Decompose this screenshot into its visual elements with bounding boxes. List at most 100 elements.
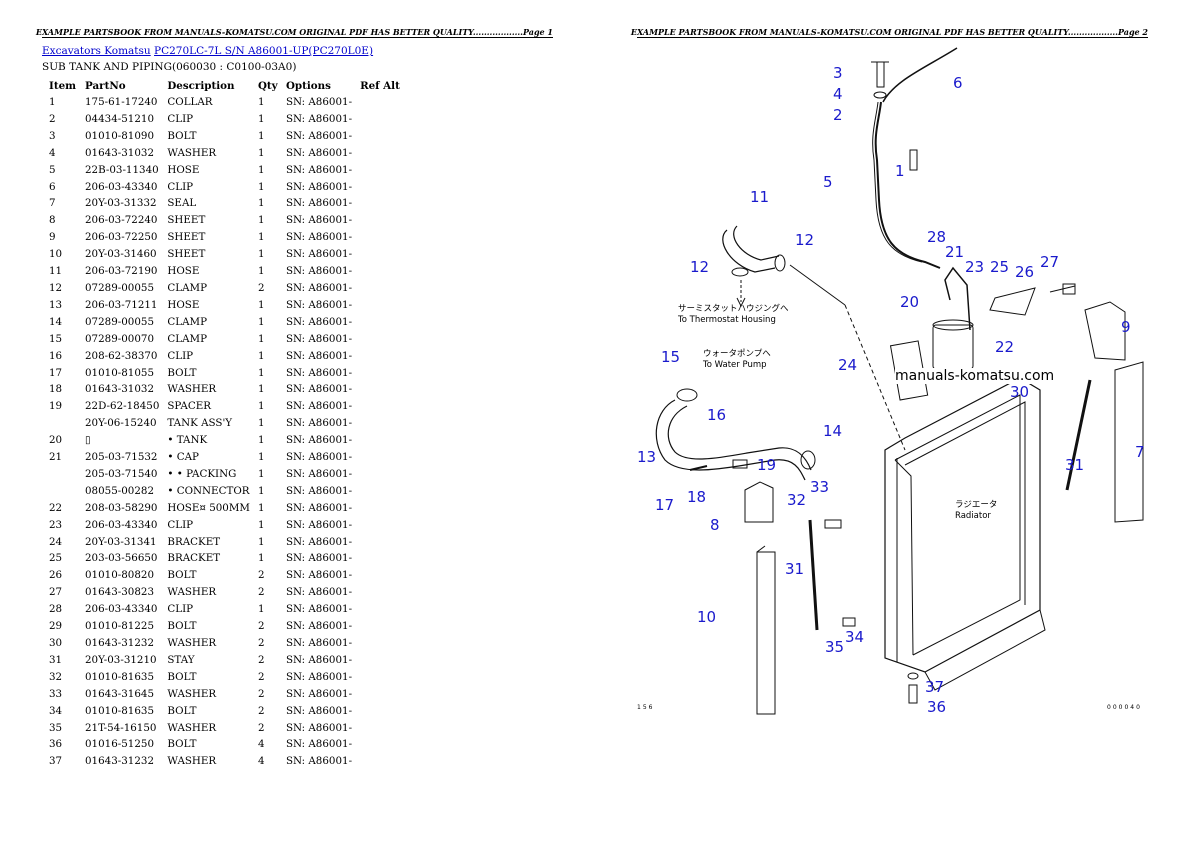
seal-sheets-left	[744, 481, 776, 715]
cell-ref-alt	[356, 229, 404, 246]
cell-item: 20	[49, 434, 63, 447]
page-banner: EXAMPLE PARTSBOOK FROM MANUALS-KOMATSU.C…	[35, 27, 553, 37]
cell-options: SN: A86001-	[285, 366, 353, 379]
cell-qty: 1	[257, 129, 265, 142]
cell-item: 29	[49, 620, 63, 633]
callout-number: 16	[707, 406, 727, 424]
cell-item: 22	[49, 501, 63, 514]
sub-tank-vent-hose	[871, 47, 958, 269]
cell-ref-alt	[356, 398, 404, 415]
cell-options: SN: A86001-	[285, 518, 353, 531]
cell-description: COLLAR	[167, 96, 213, 108]
cell-ref-alt	[356, 314, 404, 331]
cell-item: 18	[49, 383, 63, 396]
callout-number: 7	[1135, 443, 1145, 461]
callout-number: 35	[825, 638, 845, 656]
cell-partno: 205-03-71532	[85, 451, 158, 464]
cell-options: SN: A86001-	[285, 653, 353, 666]
callout-number: 22	[995, 338, 1015, 356]
breadcrumb-model-link[interactable]: PC270LC-7L S/N A86001-UP(PC270L0E)	[154, 45, 374, 57]
cell-qty: 1	[257, 434, 265, 447]
cell-ref-alt	[356, 381, 404, 398]
page-banner: EXAMPLE PARTSBOOK FROM MANUALS-KOMATSU.C…	[630, 27, 1148, 37]
callout-number: 5	[823, 173, 833, 191]
cell-description: CLAMP	[167, 281, 207, 294]
cell-partno: 21T-54-16150	[85, 721, 157, 734]
cell-description: BOLT	[167, 704, 197, 717]
cell-description: SEAL	[167, 197, 197, 210]
callout-number: 27	[1040, 253, 1060, 271]
cell-options: SN: A86001-	[285, 231, 353, 244]
cell-partno: 04434-51210	[85, 112, 154, 125]
cell-description: • CAP	[167, 451, 199, 464]
cell-description: • TANK	[167, 434, 208, 447]
cell-item: 3	[49, 129, 56, 142]
cell-item	[42, 415, 81, 432]
cell-options: SN: A86001-	[285, 637, 353, 649]
cell-description: SHEET	[167, 231, 206, 244]
cell-qty: 1	[257, 298, 265, 311]
cell-options: SN: A86001-	[285, 417, 353, 430]
cell-item: 13	[49, 298, 63, 311]
cell-partno: 01010-80820	[85, 569, 154, 582]
cell-partno: 20Y-03-31341	[85, 535, 157, 548]
cell-options: SN: A86001-	[285, 332, 353, 345]
cell-item: 17	[49, 366, 63, 379]
cell-description: CLIP	[167, 180, 194, 193]
cell-qty: 1	[257, 484, 265, 497]
cell-options: SN: A86001-	[285, 248, 353, 261]
cell-qty: 1	[257, 603, 265, 616]
cell-options: SN: A86001-	[285, 112, 353, 125]
cell-ref-alt	[356, 703, 404, 720]
cell-ref-alt	[356, 297, 404, 314]
cell-ref-alt	[356, 601, 404, 618]
cell-options: SN: A86001-	[285, 434, 353, 447]
cell-description: CLIP	[167, 603, 194, 616]
callout-number: 31	[1065, 456, 1085, 474]
cell-item: 6	[49, 180, 56, 193]
cell-item: 7	[49, 197, 56, 210]
header-rule	[637, 37, 1148, 38]
cell-partno: 01643-30823	[85, 586, 154, 599]
cell-ref-alt	[356, 432, 404, 449]
cell-qty: 2	[257, 704, 265, 717]
cell-qty: 1	[257, 180, 265, 193]
callout-number: 8	[710, 516, 720, 534]
column-header-description: Description	[167, 79, 235, 92]
cell-ref-alt	[356, 567, 404, 584]
cell-partno: 07289-00070	[85, 332, 154, 345]
cell-item: 5	[49, 163, 56, 176]
cell-partno: 206-03-72250	[85, 231, 158, 244]
cell-partno: 01010-81635	[85, 704, 154, 717]
cell-description: WASHER	[167, 721, 217, 734]
parts-table: Item PartNo Description Qty Options Ref …	[42, 77, 404, 770]
breadcrumb-category-link[interactable]: Excavators Komatsu	[42, 45, 151, 57]
callout-number: 4	[833, 85, 843, 103]
cell-partno: 20Y-06-15240	[85, 417, 157, 430]
callout-number: 26	[1015, 263, 1035, 281]
note-radiator: ラジエータ Radiator	[955, 500, 997, 522]
cell-partno: 206-03-43340	[85, 518, 158, 531]
cell-partno: 01016-51250	[85, 738, 154, 751]
callout-number: 30	[1010, 383, 1030, 401]
cell-item: 10	[49, 248, 63, 261]
cell-ref-alt	[356, 195, 404, 212]
cell-qty: 1	[257, 383, 265, 396]
column-header-partno: PartNo	[85, 79, 126, 92]
cell-ref-alt	[356, 94, 404, 111]
cell-qty: 2	[257, 670, 265, 683]
